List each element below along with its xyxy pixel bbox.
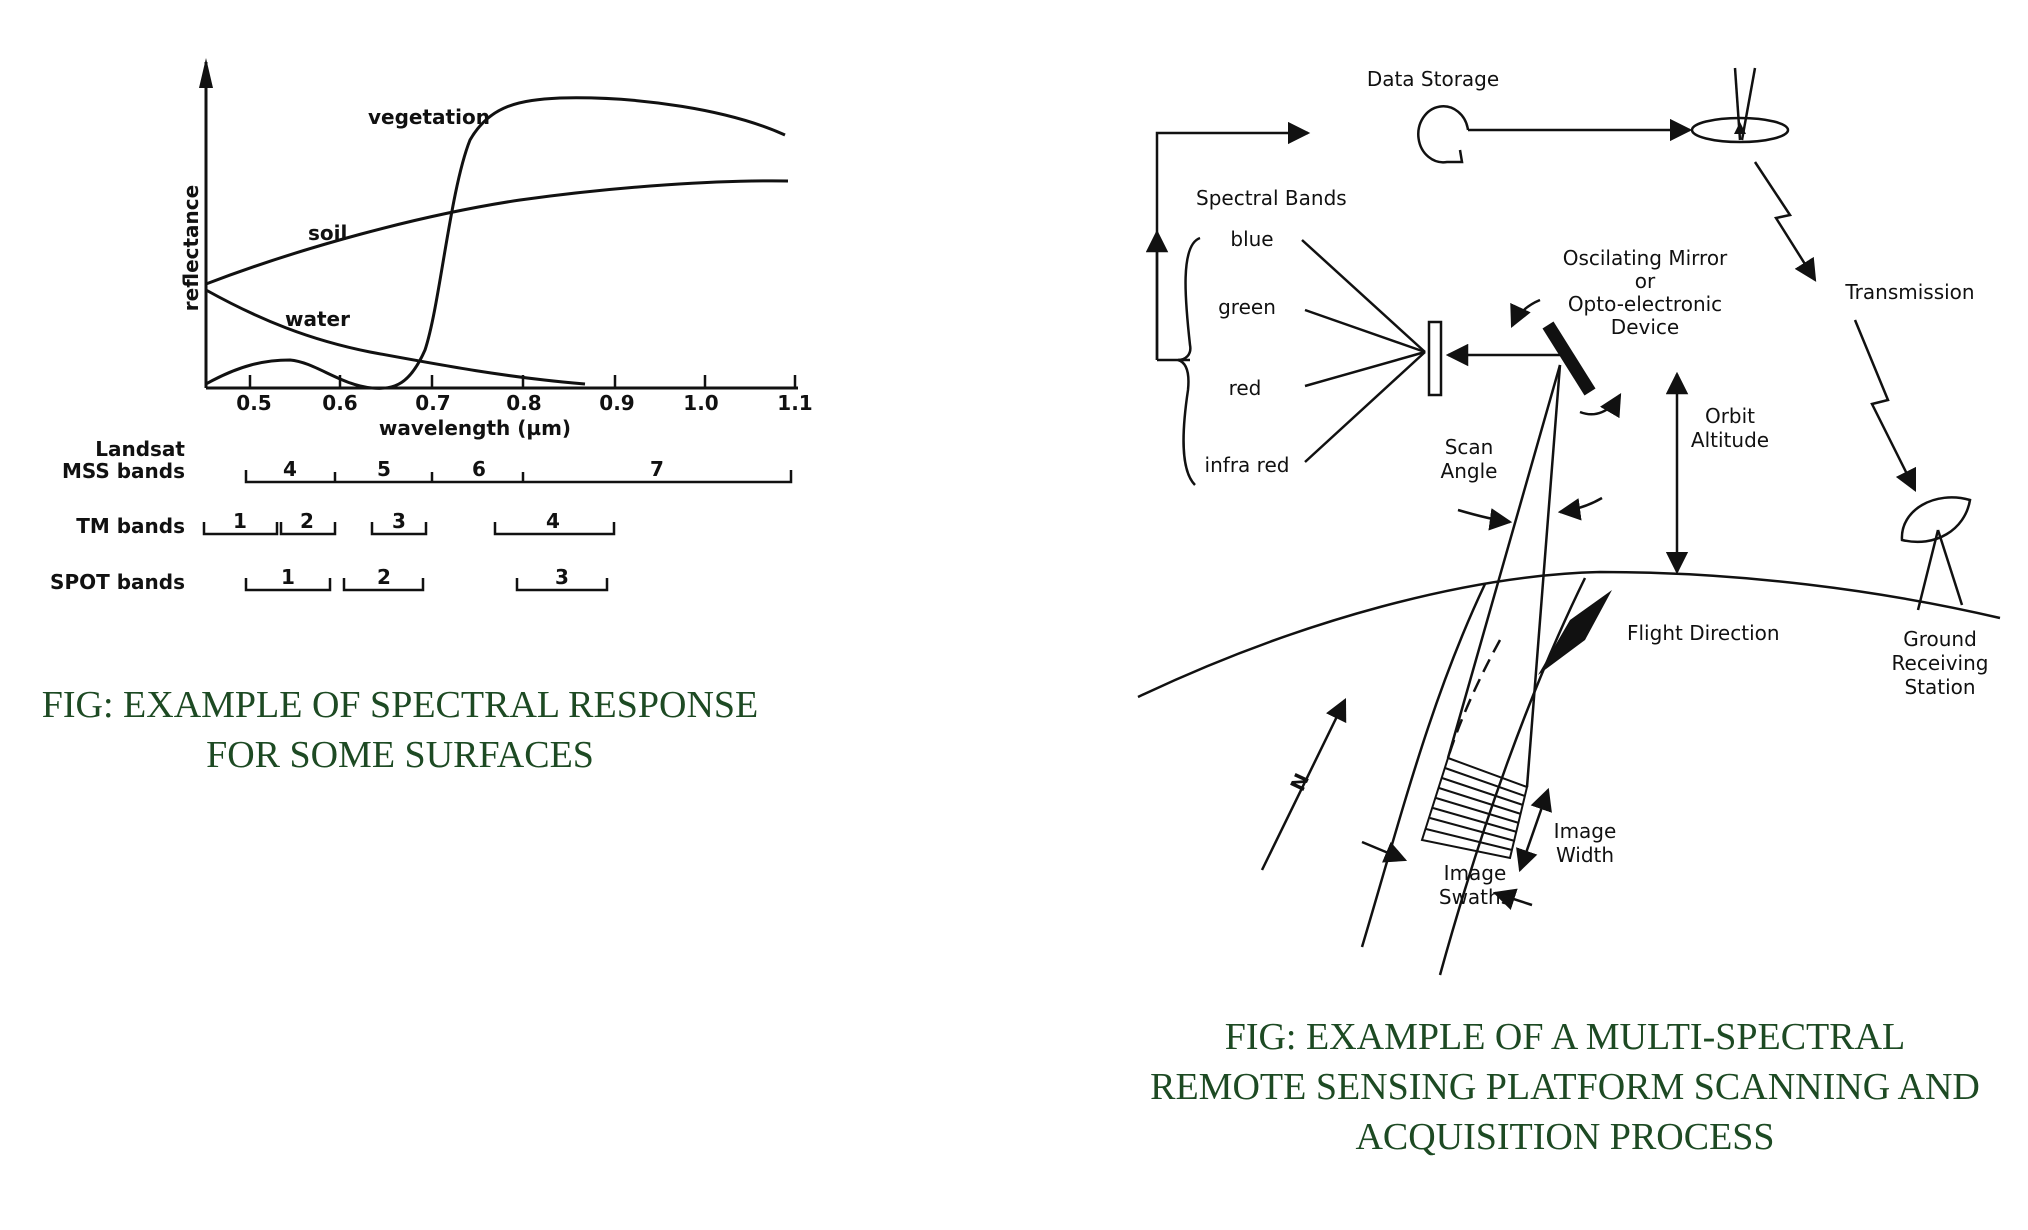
storage-tape-icon — [1417, 105, 1470, 164]
detector-bar — [1427, 320, 1443, 397]
image-swaths-line1: Image — [1444, 861, 1507, 885]
soil-curve — [205, 179, 789, 286]
tick-label: 1.0 — [683, 391, 718, 415]
scan-angle-line1: Scan — [1445, 435, 1494, 459]
spot-band-label: 2 — [377, 565, 391, 589]
spot-band-label: 3 — [555, 565, 569, 589]
flight-direction-label: Flight Direction — [1627, 621, 1780, 645]
mss-label-line1: Landsat — [95, 437, 185, 461]
ground-station-line3: Station — [1904, 675, 1975, 699]
left-axes — [199, 58, 798, 390]
band-label-infrared: infra red — [1205, 453, 1290, 477]
ground-station-line1: Ground — [1903, 627, 1977, 651]
mss-label-line2: MSS bands — [62, 459, 185, 483]
spot-band-label: 1 — [281, 565, 295, 589]
scan-angle-arrow-right — [1557, 496, 1603, 521]
spot-brackets — [244, 578, 609, 592]
band-line-green — [1304, 308, 1426, 354]
mss-brackets — [244, 470, 793, 484]
mss-band-label: 4 — [283, 457, 297, 481]
scan-mirror — [1542, 321, 1596, 396]
tm-label: TM bands — [76, 514, 185, 538]
water-label: water — [285, 307, 350, 331]
data-storage-label: Data Storage — [1367, 67, 1499, 91]
satellite-icon — [1690, 116, 1790, 144]
band-line-red — [1304, 350, 1426, 388]
tick-labels: 0.5 0.6 0.7 0.8 0.9 1.0 1.1 — [236, 391, 812, 415]
ground-station-dish-icon — [1900, 496, 1972, 544]
tick-label: 0.9 — [599, 391, 634, 415]
band-label-blue: blue — [1230, 227, 1273, 251]
platform-diagram — [1137, 67, 2001, 976]
swath-track-left — [1360, 583, 1487, 948]
left-figure-caption: FIG: EXAMPLE OF SPECTRAL RESPONSE FOR SO… — [41, 684, 759, 776]
soil-label: soil — [308, 221, 347, 245]
orbit-altitude-line2: Altitude — [1691, 428, 1769, 452]
reflectance-curves — [205, 96, 789, 390]
north-arrow — [1260, 697, 1347, 871]
band-line-infrared — [1304, 351, 1426, 463]
tm-brackets — [202, 522, 616, 536]
tick-label: 0.8 — [506, 391, 541, 415]
scan-angle-arrow-left — [1457, 508, 1513, 531]
tm-band-label: 4 — [546, 509, 560, 533]
tick-label: 1.1 — [777, 391, 812, 415]
mirror-rotation-arrow-down — [1579, 393, 1622, 419]
y-axis-arrowhead — [199, 58, 213, 88]
y-axis-label: reflectance — [179, 185, 203, 311]
band-label-green: green — [1218, 295, 1276, 319]
mirror-label-line3: Opto-electronic — [1568, 292, 1722, 316]
tm-band-label: 2 — [300, 509, 314, 533]
mirror-rotation-arrow-up — [1510, 298, 1541, 329]
tick-label: 0.5 — [236, 391, 271, 415]
tm-band-label: 3 — [392, 509, 406, 533]
right-figure-caption: FIG: EXAMPLE OF A MULTI-SPECTRAL REMOTE … — [1150, 1016, 1980, 1158]
band-line-blue — [1301, 239, 1426, 353]
ground-track-dashed — [1446, 639, 1502, 759]
swath-track-right — [1438, 577, 1587, 976]
band-rows: Landsat MSS bands 4 5 6 7 TM bands 1 2 3… — [50, 437, 793, 594]
spectral-bands-title: Spectral Bands — [1196, 186, 1347, 210]
flight-direction-arrow — [1538, 590, 1612, 675]
mss-band-label: 5 — [377, 457, 391, 481]
image-swaths-line2: Swaths — [1439, 885, 1511, 909]
spot-label: SPOT bands — [50, 570, 185, 594]
tick-label: 0.6 — [322, 391, 357, 415]
mss-band-label: 6 — [472, 457, 486, 481]
mss-band-label: 7 — [650, 457, 664, 481]
mirror-label-line4: Device — [1611, 315, 1679, 339]
scan-angle-line2: Angle — [1441, 459, 1498, 483]
swath-pointer-left — [1361, 840, 1408, 863]
image-width-arrow — [1516, 787, 1552, 873]
earth-horizon — [1137, 570, 2001, 699]
scan-beam-left — [1446, 364, 1562, 759]
swath-pointer-right — [1492, 888, 1533, 910]
mirror-label-line1: Oscilating Mirror — [1563, 246, 1728, 270]
band-label-red: red — [1229, 376, 1262, 400]
transmission-bolt-upper — [1753, 161, 1817, 282]
transmission-label: Transmission — [1844, 280, 1974, 304]
x-axis-label: wavelength (µm) — [379, 416, 571, 440]
water-curve — [205, 288, 586, 386]
mirror-label-line2: or — [1635, 269, 1656, 293]
spectral-brace — [1177, 236, 1201, 486]
transmission-bolt-lower — [1853, 319, 1917, 493]
image-width-line1: Image — [1554, 819, 1617, 843]
vegetation-curve — [205, 96, 786, 390]
image-width-line2: Width — [1556, 843, 1614, 867]
orbit-altitude-line1: Orbit — [1705, 404, 1755, 428]
tick-label: 0.7 — [415, 391, 450, 415]
tm-band-label: 1 — [233, 509, 247, 533]
ground-station-line2: Receiving — [1892, 651, 1989, 675]
vegetation-label: vegetation — [368, 105, 490, 129]
image-swath-lines — [1420, 756, 1529, 860]
